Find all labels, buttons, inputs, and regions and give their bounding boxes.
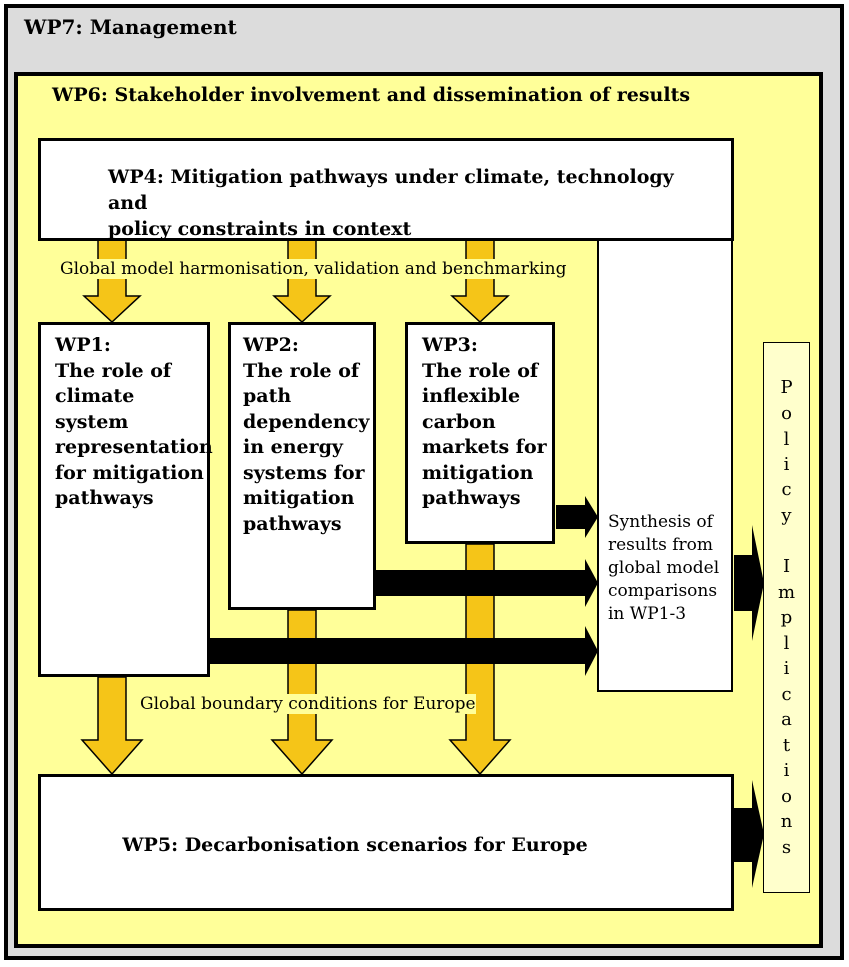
policy-letter: o: [781, 786, 792, 807]
wp1-line: for mitigation: [55, 461, 204, 484]
wp3-box: [405, 322, 555, 544]
wp2-line: systems for: [243, 461, 365, 484]
policy-letter: i: [783, 454, 790, 475]
wp4-title-line2: policy constraints in context: [108, 218, 412, 240]
wp7-title: WP7: Management: [24, 15, 237, 39]
policy-letter: m: [777, 582, 796, 603]
wp3-text: WP3: The role of inflexible carbon marke…: [422, 333, 552, 512]
wp3-line: The role of: [422, 359, 539, 382]
arrow-wp2-wp5: [270, 609, 334, 776]
policy-letter: p: [780, 607, 793, 628]
policy-letter: c: [781, 684, 792, 705]
boundary-conditions-label: Global boundary conditions for Europe: [140, 694, 476, 714]
policy-letter: I: [782, 556, 791, 577]
wp1-line: climate system: [55, 385, 135, 433]
arrow-wp1-wp5: [80, 676, 144, 776]
wp1-line: representation: [55, 436, 213, 458]
wp2-text: WP2: The role of path dependency in ener…: [243, 333, 373, 537]
policy-letter: t: [782, 735, 791, 756]
wp1-line: pathways: [55, 487, 154, 509]
policy-letter: i: [783, 658, 790, 679]
policy-letter: o: [781, 403, 792, 424]
policy-letter: l: [783, 633, 790, 654]
arrow-wp2-synthesis: [376, 559, 598, 607]
wp2-line: dependency: [243, 410, 370, 433]
wp1-text: WP1: The role of climate system represen…: [55, 333, 213, 512]
wp3-line: WP3:: [422, 334, 478, 356]
arrow-wp5-policy: [734, 780, 764, 888]
synthesis-line: global model: [608, 558, 720, 578]
wp5-box: [38, 774, 734, 911]
policy-letter: a: [781, 709, 792, 730]
wp4-title-line1: WP4: Mitigation pathways under climate, …: [108, 166, 674, 214]
synthesis-text: Synthesis of results from global model c…: [608, 511, 733, 626]
wp3-line: mitigation: [422, 461, 534, 484]
wp2-line: WP2:: [243, 334, 299, 356]
synthesis-box: [597, 236, 733, 692]
wp3-line: carbon: [422, 410, 496, 433]
policy-letter: l: [783, 429, 790, 450]
wp1-line: The role of: [55, 359, 172, 382]
wp2-line: The role of: [243, 359, 360, 382]
wp5-title: WP5: Decarbonisation scenarios for Europ…: [122, 834, 588, 856]
wp2-line: pathways: [243, 512, 342, 535]
policy-letter: P: [780, 377, 793, 398]
wp4-box: [38, 138, 734, 241]
wp2-line: path: [243, 385, 292, 407]
arrow-wp3-synthesis: [556, 496, 598, 538]
policy-letter: y: [781, 505, 792, 526]
wp4-title: WP4: Mitigation pathways under climate, …: [108, 164, 708, 242]
wp1-line: WP1:: [55, 334, 111, 356]
wp1-box: [38, 322, 210, 677]
synthesis-line: Synthesis of: [608, 512, 713, 532]
policy-letter: c: [781, 479, 792, 500]
wp3-line: inflexible: [422, 385, 521, 407]
wp3-line: pathways: [422, 487, 521, 509]
wp3-line: markets for: [422, 436, 547, 458]
arrow-wp1-synthesis: [210, 626, 598, 676]
wp2-line: mitigation: [243, 487, 355, 509]
wp2-line: in energy: [243, 436, 343, 458]
policy-letter: n: [780, 811, 793, 832]
harmonisation-label: Global model harmonisation, validation a…: [60, 259, 567, 279]
wp2-box: [228, 322, 376, 610]
policy-letter: s: [781, 837, 792, 858]
wp6-title: WP6: Stakeholder involvement and dissemi…: [52, 84, 691, 106]
arrow-synthesis-policy: [734, 525, 764, 641]
policy-letter: i: [783, 760, 790, 781]
synthesis-line: results from: [608, 535, 714, 555]
synthesis-line: comparisons: [608, 581, 718, 601]
policy-implications-box: [763, 342, 810, 893]
synthesis-line: in WP1-3: [608, 604, 687, 624]
